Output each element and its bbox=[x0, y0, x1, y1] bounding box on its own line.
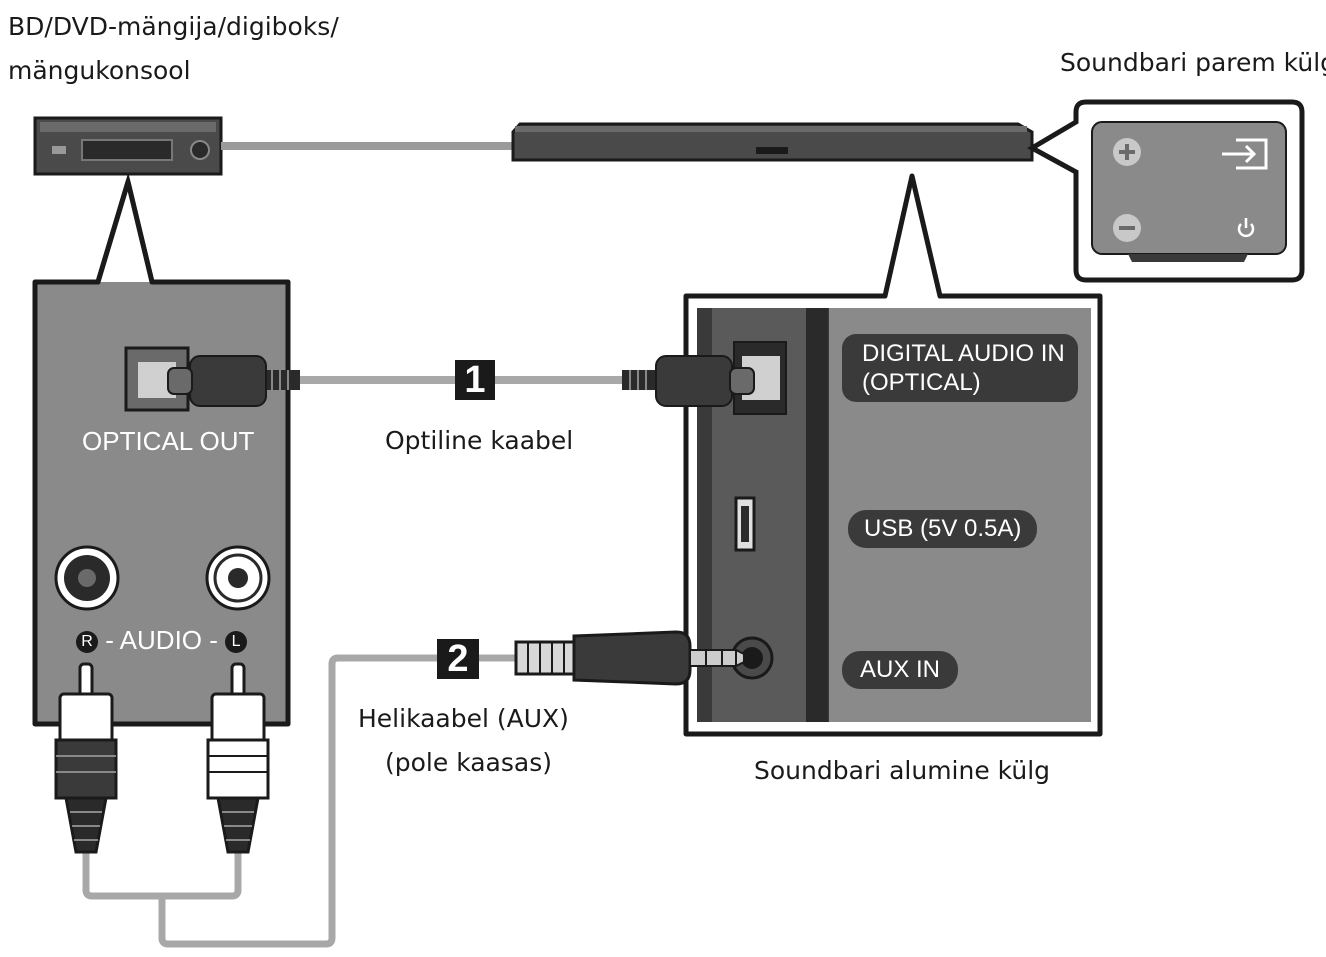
aux-cable-label-line1: Helikaabel (AUX) bbox=[358, 704, 569, 733]
soundbar-bottom-side-label: Soundbari alumine külg bbox=[754, 756, 1051, 785]
source-device-label-line2: mängukonsool bbox=[8, 56, 191, 85]
rca-plug-l bbox=[206, 662, 270, 854]
aux-in-label: AUX IN bbox=[842, 651, 959, 689]
audio-r-jack bbox=[54, 545, 120, 611]
optical-cable-label: Optiline kaabel bbox=[385, 426, 574, 455]
aux-cable bbox=[82, 630, 745, 948]
digital-audio-in-label: DIGITAL AUDIO IN (OPTICAL) bbox=[842, 334, 1078, 402]
audio-l-marker: L bbox=[225, 631, 248, 654]
soundbar-right-side-label: Soundbari parem külg bbox=[1060, 48, 1326, 77]
audio-text: - AUDIO - bbox=[98, 625, 226, 655]
audio-l-jack bbox=[205, 545, 271, 611]
source-device-label-line1: BD/DVD-mängija/digiboks/ bbox=[8, 12, 339, 41]
optical-out-label: OPTICAL OUT bbox=[82, 426, 255, 456]
minus-icon bbox=[1113, 214, 1141, 242]
source-rear-panel bbox=[32, 172, 291, 727]
aux-cable-label-line2: (pole kaasas) bbox=[385, 748, 552, 777]
soundbar bbox=[511, 122, 1034, 162]
audio-label: R - AUDIO - L bbox=[76, 625, 248, 655]
usb-label: USB (5V 0.5A) bbox=[848, 510, 1038, 548]
source-device bbox=[33, 116, 223, 176]
step-badge-1: 1 bbox=[455, 360, 495, 400]
step-badge-2: 2 bbox=[437, 639, 479, 679]
input-source-icon bbox=[1222, 138, 1268, 170]
plus-icon bbox=[1113, 138, 1141, 166]
soundbar-right-side-callout bbox=[1026, 99, 1305, 283]
power-icon bbox=[1237, 218, 1255, 238]
rca-plug-r bbox=[54, 662, 118, 854]
audio-r-marker: R bbox=[76, 631, 98, 654]
